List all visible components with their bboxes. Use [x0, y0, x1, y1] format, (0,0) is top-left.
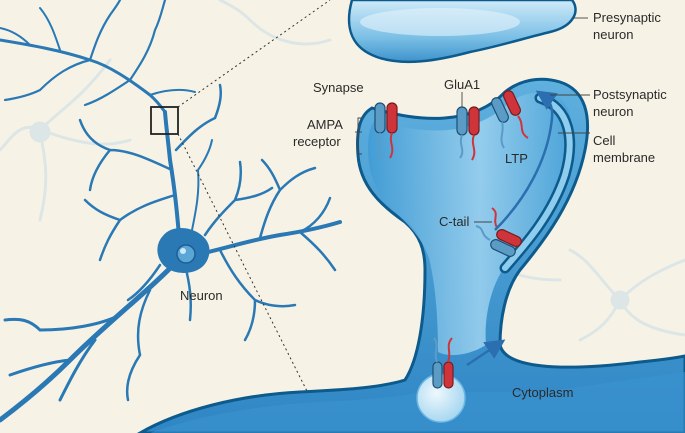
glua1-receptor-pair	[456, 106, 480, 161]
ltp-arrow	[494, 90, 558, 231]
label-neuron: Neuron	[180, 288, 223, 303]
ampa-receptor-pair-synapse	[374, 102, 398, 159]
zoom-line-bottom	[177, 133, 329, 433]
vesicle-with-receptor	[416, 337, 466, 423]
faint-background-neurons	[0, 0, 685, 342]
neuron-illustration	[0, 0, 342, 423]
leader-lines	[355, 17, 590, 223]
label-ampa-line1: AMPA	[307, 117, 343, 132]
label-ampa-line2: receptor	[293, 134, 341, 149]
label-cell-membrane-line1: Cell	[593, 133, 616, 148]
label-postsynaptic-line2: neuron	[593, 104, 633, 119]
label-postsynaptic-line1: Postsynaptic	[593, 87, 667, 102]
label-synapse: Synapse	[313, 80, 364, 95]
label-presynaptic-line2: neuron	[593, 27, 633, 42]
zoom-line-top	[177, 0, 331, 108]
trafficking-arrow	[466, 339, 506, 367]
label-cell-membrane-line2: membrane	[593, 150, 655, 165]
label-presynaptic-line1: Presynaptic	[593, 10, 661, 25]
label-cytoplasm: Cytoplasm	[512, 385, 573, 400]
label-glua1: GluA1	[444, 77, 480, 92]
label-ltp: LTP	[505, 151, 528, 166]
receptor-in-spine-neck	[475, 207, 522, 257]
zoom-box	[150, 106, 179, 135]
presynaptic-terminal	[347, 0, 577, 64]
label-ctail: C-tail	[439, 214, 469, 229]
receptor-pair-top-right	[491, 90, 529, 149]
